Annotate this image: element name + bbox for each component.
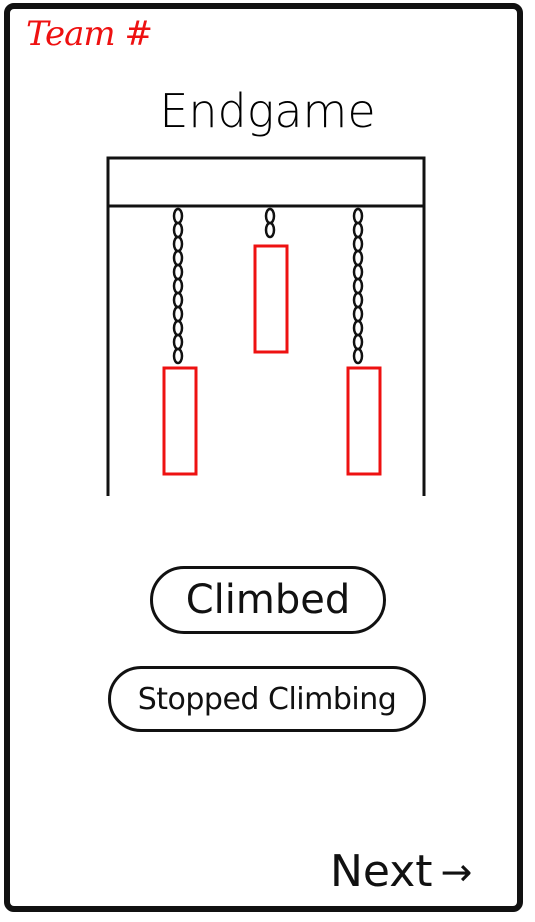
climbed-button[interactable]: Climbed [150, 566, 386, 634]
next-label: Next [330, 846, 433, 897]
team-number-label[interactable]: Team # [26, 14, 153, 54]
bar-right[interactable] [346, 366, 382, 476]
rig-top-bar [106, 156, 426, 208]
chain-left-icon [172, 207, 184, 365]
chain-middle-icon [264, 207, 276, 239]
chain-right-icon [352, 207, 364, 365]
bar-left[interactable] [162, 366, 198, 476]
stopped-climbing-button[interactable]: Stopped Climbing [108, 666, 426, 732]
climb-rig-illustration [106, 156, 426, 496]
next-button[interactable]: Next → [330, 846, 472, 897]
arrow-right-icon: → [440, 849, 473, 894]
bar-middle[interactable] [253, 244, 289, 354]
phone-frame [4, 3, 523, 912]
page-title: Endgame [159, 84, 376, 138]
